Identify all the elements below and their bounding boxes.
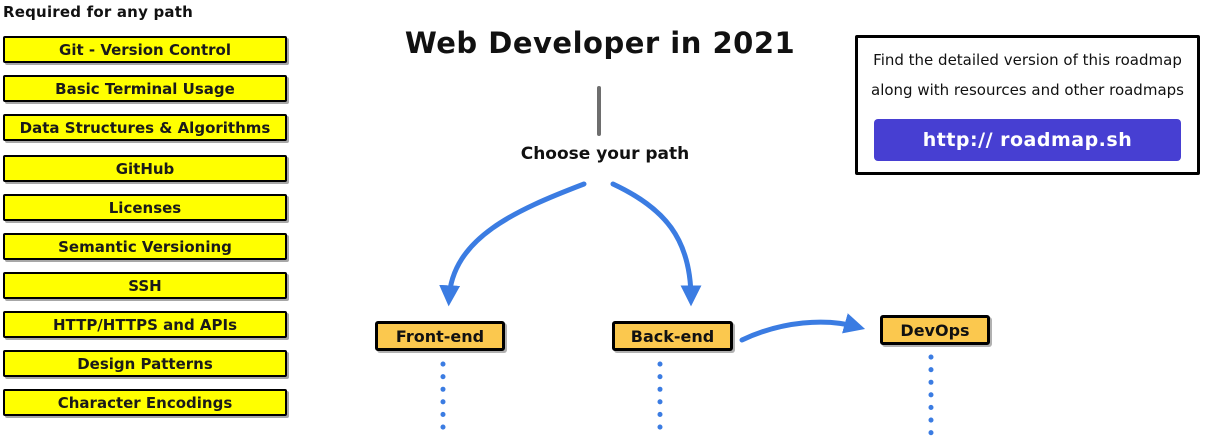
arrow-to-backend [610,181,702,307]
choose-your-path-label: Choose your path [520,144,690,164]
info-text-line2: along with resources and other roadmaps [871,81,1184,99]
path-box-backend[interactable]: Back-end [612,321,733,351]
topic-github[interactable]: GitHub [3,155,287,182]
roadmap-sh-link-button[interactable]: http:// roadmap.sh [874,119,1181,161]
topic-http-https-apis[interactable]: HTTP/HTTPS and APIs [3,311,287,338]
topic-git-version-control[interactable]: Git - Version Control [3,36,287,63]
topic-semantic-versioning[interactable]: Semantic Versioning [3,233,287,260]
topic-character-encodings[interactable]: Character Encodings [3,389,287,416]
topic-basic-terminal-usage[interactable]: Basic Terminal Usage [3,75,287,102]
page-title: Web Developer in 2021 [404,26,796,60]
info-text-line1: Find the detailed version of this roadma… [873,51,1182,69]
required-section-title: Required for any path [3,3,193,21]
topic-design-patterns[interactable]: Design Patterns [3,350,287,377]
path-box-devops[interactable]: DevOps [880,315,990,345]
topic-licenses[interactable]: Licenses [3,194,287,221]
topic-ssh[interactable]: SSH [3,272,287,299]
roadmap-info-box: Find the detailed version of this roadma… [855,35,1200,175]
arrow-backend-to-devops [739,313,866,343]
arrow-to-frontend [439,181,587,307]
topic-data-structures-algorithms[interactable]: Data Structures & Algorithms [3,114,287,141]
path-box-frontend[interactable]: Front-end [375,321,505,351]
